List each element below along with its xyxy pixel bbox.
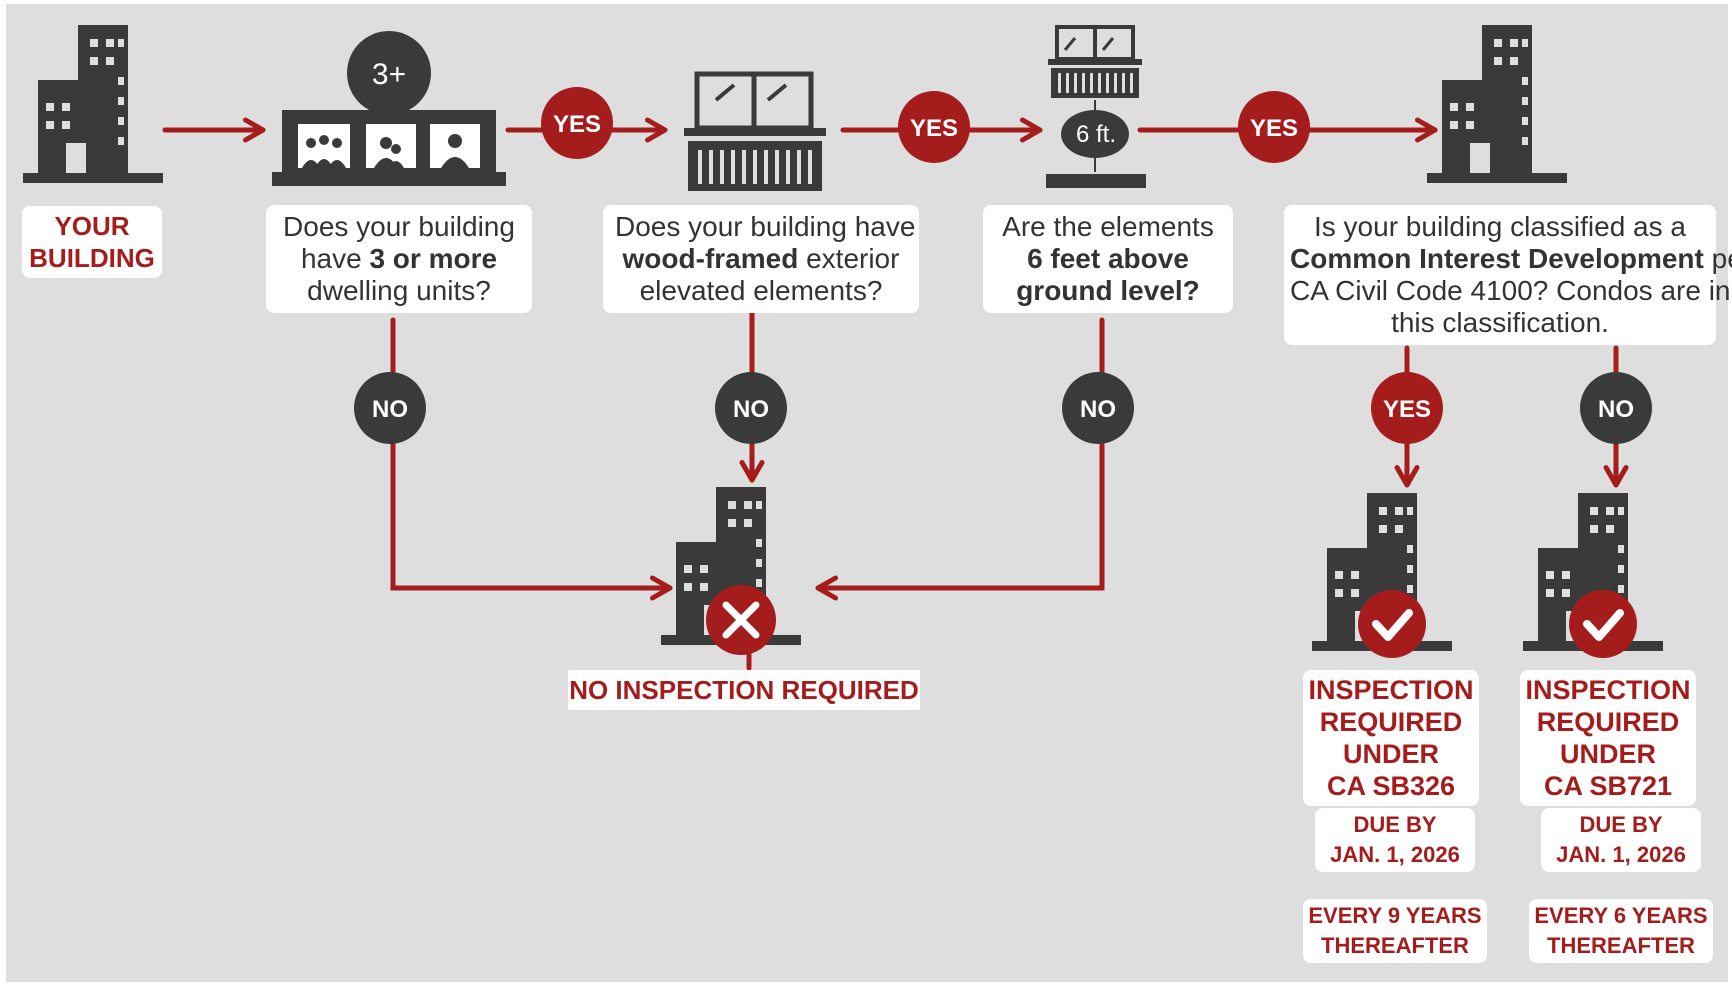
- question-wood-line2-post: exterior: [798, 243, 900, 274]
- sb326-building-icon: [1312, 493, 1452, 658]
- outcome-sb721-line: CA SB721: [1543, 771, 1673, 801]
- question-wood: Does your building have wood-framed exte…: [603, 205, 919, 313]
- height-badge-text: 6 ft.: [1076, 121, 1116, 148]
- start-label-line2: BUILDING: [29, 243, 155, 273]
- question-cid-line1: Is your building classified as a: [1314, 211, 1686, 242]
- svg-text:YES: YES: [553, 111, 601, 138]
- question-cid-line2-post: per: [1711, 243, 1732, 274]
- question-wood-line3: elevated elements?: [639, 275, 883, 306]
- outcome-no-inspection: NO INSPECTION REQUIRED: [568, 670, 920, 710]
- yes-badge: YES: [541, 87, 613, 159]
- sb326-due-label: DUE BY: [1353, 812, 1437, 837]
- outcome-no-inspection-text: NO INSPECTION REQUIRED: [569, 675, 919, 705]
- svg-text:NO: NO: [1598, 396, 1634, 423]
- no-badge: NO: [1580, 372, 1652, 444]
- sb721-building-icon: [1523, 493, 1663, 658]
- question-units: Does your building have 3 or more dwelli…: [266, 205, 532, 313]
- sb326-due: DUE BY JAN. 1, 2026: [1315, 808, 1475, 872]
- outcome-sb326: INSPECTION REQUIRED UNDER CA SB326: [1303, 670, 1479, 806]
- question-cid-line3: CA Civil Code 4100? Condos are in: [1290, 275, 1731, 306]
- svg-text:NO: NO: [1080, 396, 1116, 423]
- question-units-line3: dwelling units?: [307, 275, 491, 306]
- sb721-frequency-line2: THEREAFTER: [1547, 933, 1695, 958]
- yes-badge: YES: [1371, 372, 1443, 444]
- sb326-frequency: EVERY 9 YEARS THEREAFTER: [1303, 899, 1487, 963]
- dwelling-units-icon: 3+: [272, 31, 506, 186]
- start-label-line1: YOUR: [54, 211, 130, 241]
- svg-text:NO: NO: [733, 396, 769, 423]
- no-badge: NO: [1062, 372, 1134, 444]
- yes-badge: YES: [898, 91, 970, 163]
- outcome-sb721-line: INSPECTION: [1525, 675, 1691, 705]
- outcome-sb326-line: UNDER: [1342, 739, 1439, 769]
- svg-text:YES: YES: [910, 115, 958, 142]
- outcome-sb326-line: REQUIRED: [1319, 707, 1463, 737]
- question-wood-line2-bold: wood-framed: [622, 243, 799, 274]
- question-cid: Is your building classified as a Common …: [1284, 205, 1732, 345]
- svg-text:NO: NO: [372, 396, 408, 423]
- sb721-frequency-line1: EVERY 6 YEARS: [1534, 903, 1708, 928]
- height-6ft-icon: 6 ft.: [1046, 25, 1146, 188]
- question-height-line2-bold: 6 feet above: [1027, 243, 1189, 274]
- balcony-icon: [684, 71, 826, 191]
- sb721-due-label: DUE BY: [1579, 812, 1663, 837]
- question-height-line1: Are the elements: [1002, 211, 1214, 242]
- no-badge: NO: [715, 372, 787, 444]
- sb721-frequency: EVERY 6 YEARS THEREAFTER: [1529, 899, 1713, 963]
- start-label: YOUR BUILDING: [22, 206, 162, 278]
- outcome-sb721-line: REQUIRED: [1536, 707, 1680, 737]
- svg-text:YES: YES: [1383, 396, 1431, 423]
- question-cid-line4: this classification.: [1391, 307, 1609, 338]
- no-inspection-building-icon: [661, 487, 801, 655]
- question-height-line3-bold: ground level?: [1016, 275, 1200, 306]
- outcome-sb721: INSPECTION REQUIRED UNDER CA SB721: [1520, 670, 1696, 806]
- units-badge-text: 3+: [372, 58, 406, 91]
- sb326-due-date: JAN. 1, 2026: [1330, 842, 1460, 867]
- question-units-line2-bold: 3 or more: [369, 243, 498, 274]
- sb326-frequency-line2: THEREAFTER: [1321, 933, 1469, 958]
- question-wood-line1: Does your building have: [615, 211, 916, 242]
- yes-badge: YES: [1238, 91, 1310, 163]
- outcome-sb326-line: CA SB326: [1326, 771, 1456, 801]
- outcome-sb326-line: INSPECTION: [1308, 675, 1474, 705]
- question-units-line2-pre: have: [300, 243, 370, 274]
- sb721-due: DUE BY JAN. 1, 2026: [1541, 808, 1701, 872]
- no-badge: NO: [354, 372, 426, 444]
- outcome-sb721-line: UNDER: [1559, 739, 1656, 769]
- sb721-due-date: JAN. 1, 2026: [1556, 842, 1686, 867]
- sb326-frequency-line1: EVERY 9 YEARS: [1308, 903, 1482, 928]
- question-cid-line2-bold: Common Interest Development: [1290, 243, 1704, 274]
- svg-text:YES: YES: [1250, 115, 1298, 142]
- question-units-line1: Does your building: [283, 211, 515, 242]
- question-height: Are the elements 6 feet above ground lev…: [983, 205, 1233, 313]
